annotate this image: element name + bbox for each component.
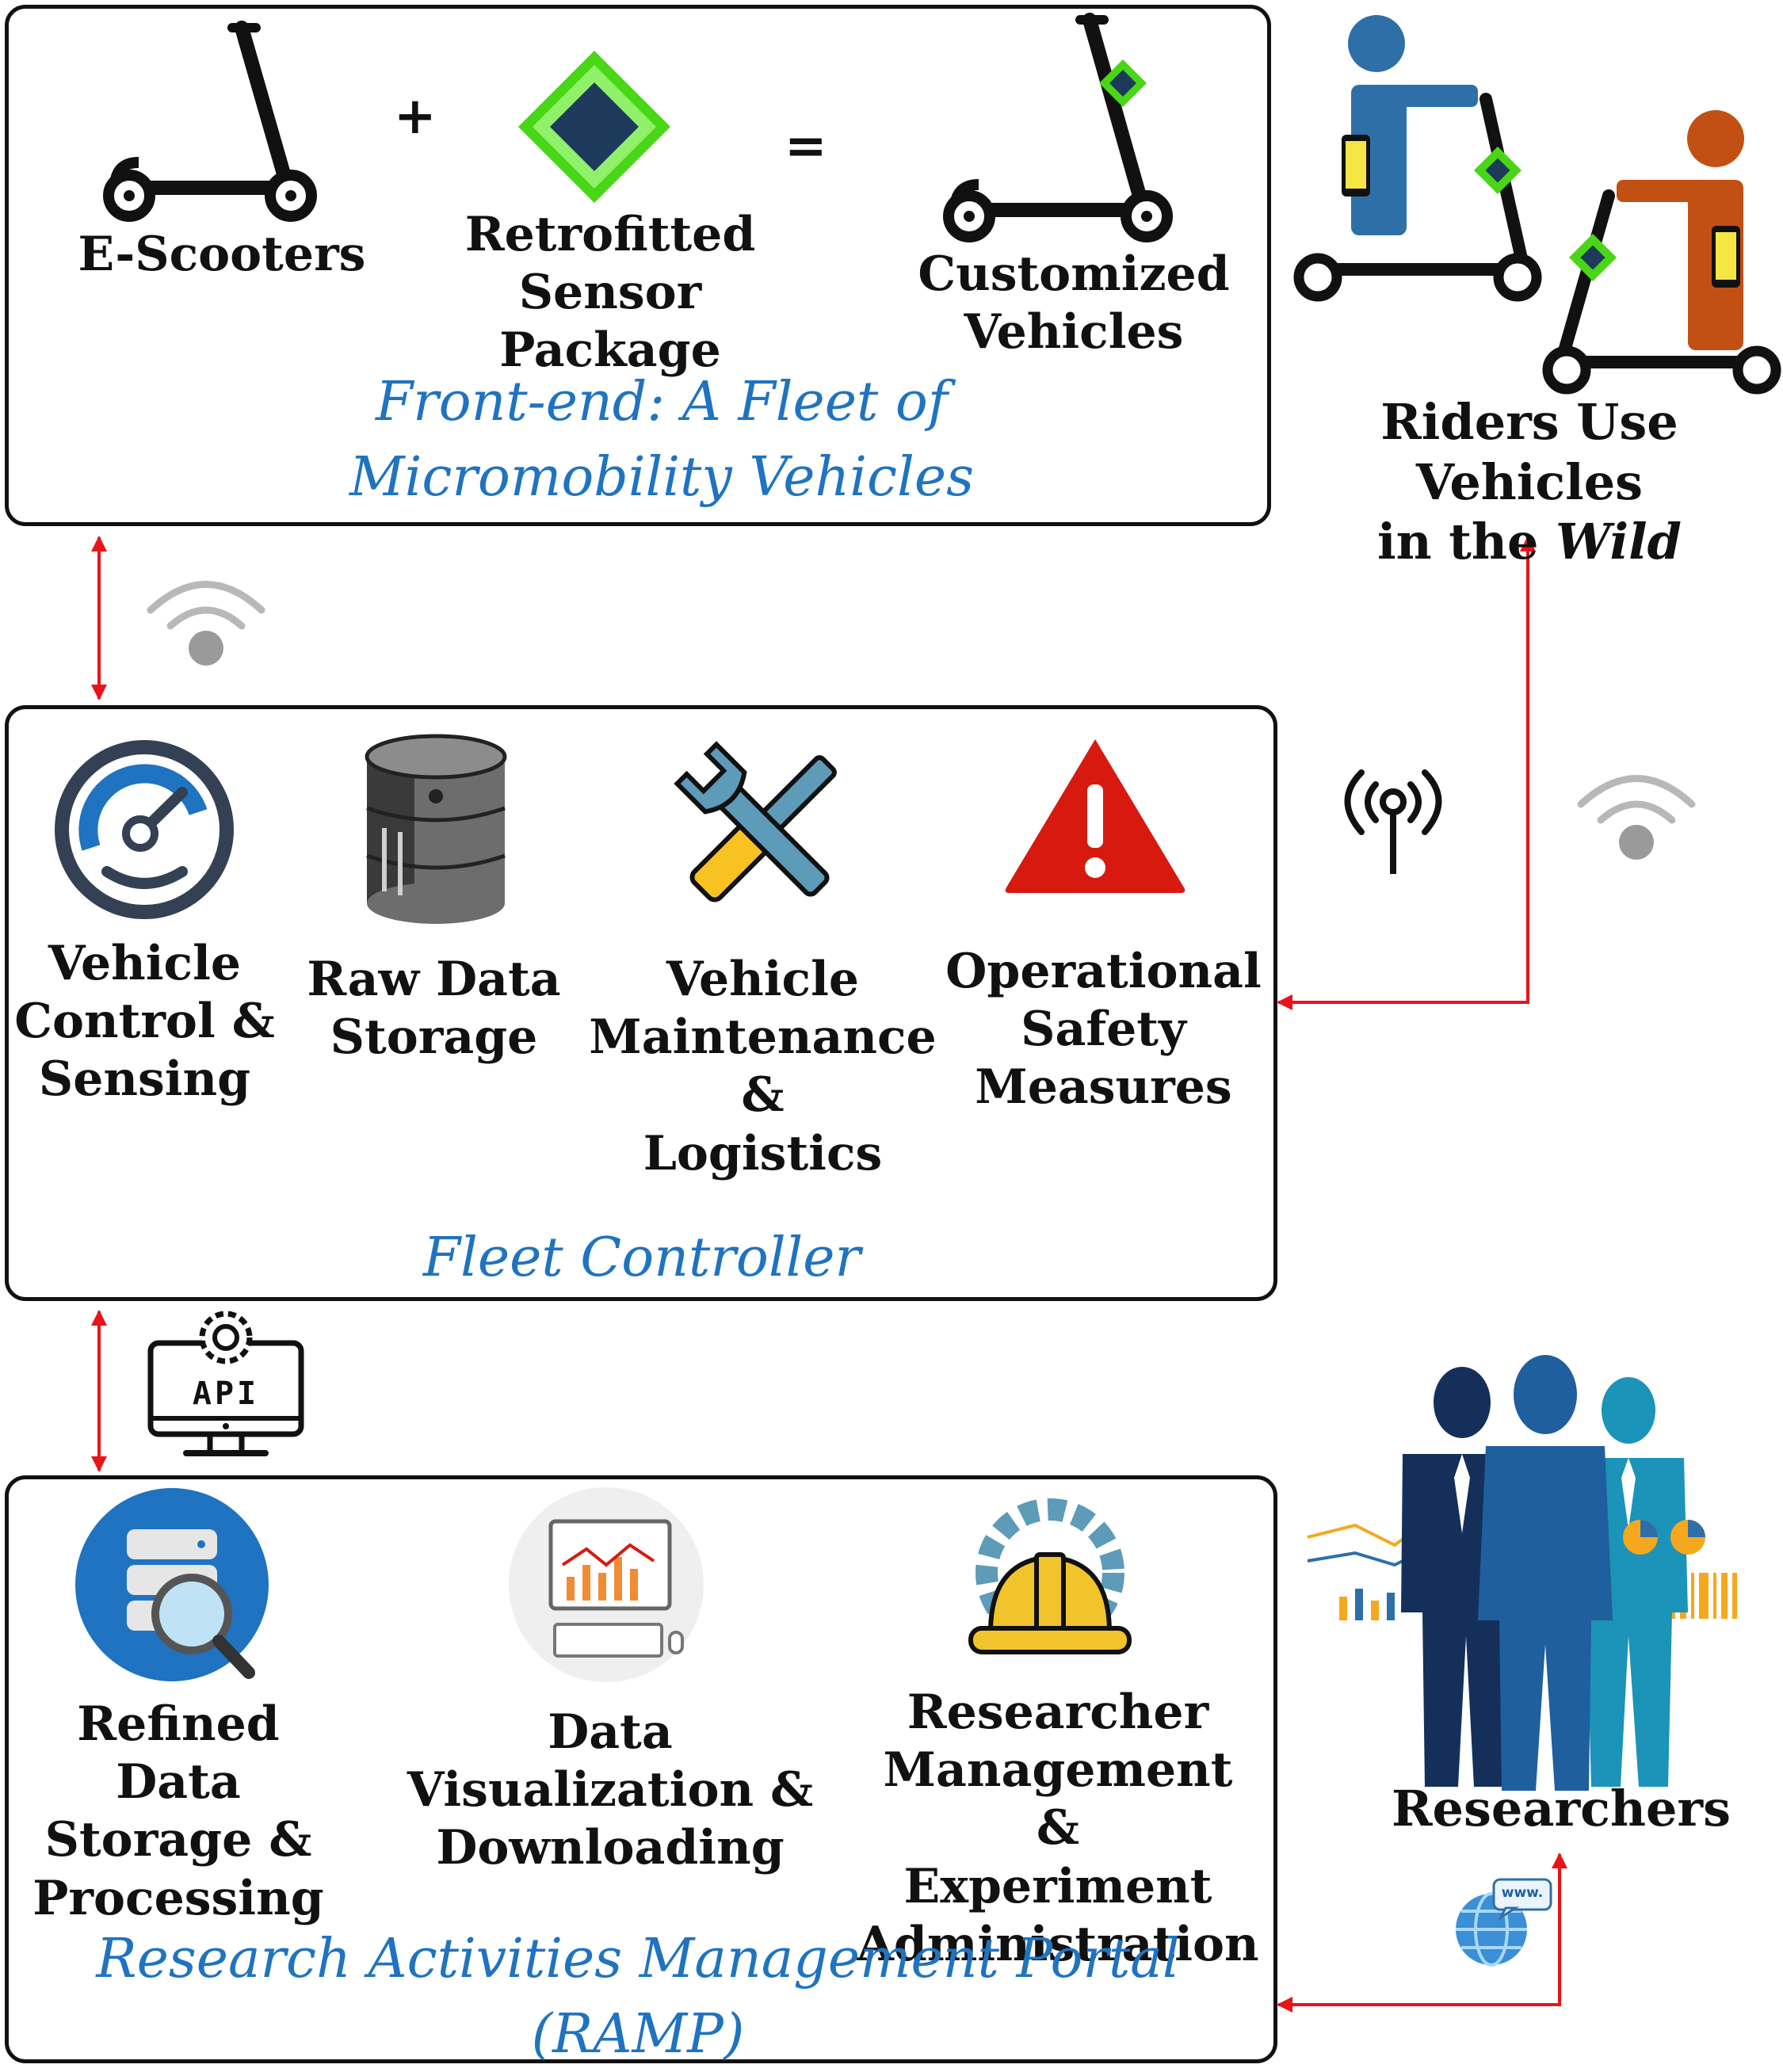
- api-label: API: [192, 1376, 260, 1412]
- sensor-label: Retrofitted Sensor Package: [464, 207, 756, 379]
- fleet-controller-title: Fleet Controller: [422, 1227, 861, 1289]
- frontend-panel: [5, 5, 1271, 526]
- database-icon: [365, 734, 507, 924]
- search-database-icon: [75, 1488, 269, 1681]
- scooter-label: E-Scooters: [78, 227, 366, 282]
- ramp-item-label: Data Visualization & Downloading: [407, 1704, 814, 1876]
- riders-label-text: Riders Use Vehicles in the: [1377, 393, 1678, 571]
- api-icon: API: [143, 1307, 309, 1462]
- www-label: www.: [1501, 1885, 1544, 1901]
- equals-operator: =: [785, 117, 827, 176]
- ramp-title: Research Activities Management Portal (R…: [96, 1928, 1180, 2066]
- customized-scooter-icon: [943, 13, 1173, 242]
- fleet-item-label: Vehicle Control & Sensing: [14, 936, 275, 1108]
- monitor-chart-icon: [509, 1487, 704, 1682]
- wifi-icon: [147, 581, 265, 666]
- gauge-icon: [55, 740, 234, 919]
- tools-icon: [674, 741, 837, 902]
- warning-icon: [1005, 739, 1185, 893]
- fleet-item-label: Raw Data Storage: [307, 952, 561, 1066]
- wifi-icon-right: [1577, 775, 1696, 860]
- ramp-item-label: Researcher Management & Experiment Admin…: [857, 1685, 1259, 1972]
- sensor-chip-icon: [518, 51, 670, 203]
- arrow-riders-fleet: [1277, 536, 1536, 1010]
- riders-label: Riders Use Vehicles in the Wild: [1276, 392, 1783, 572]
- scooter-icon: [103, 21, 317, 222]
- ramp-item-label: Refined Data Storage & Processing: [32, 1696, 324, 1926]
- arrow-researchers-ramp: [1277, 1853, 1567, 2013]
- researchers-label: Researchers: [1391, 1780, 1731, 1837]
- plus-operator: +: [394, 87, 437, 146]
- antenna-icon: [1344, 769, 1442, 874]
- frontend-title: Front-end: A Fleet of Micromobility Vehi…: [349, 371, 975, 509]
- researchers-illustration: [1307, 1355, 1737, 1791]
- fleet-item-label: Vehicle Maintenance & Logistics: [589, 952, 937, 1181]
- www-globe-icon: www.: [1450, 1878, 1553, 1969]
- riders-illustration: [1293, 15, 1781, 395]
- fleet-item-label: Operational Safety Measures: [945, 944, 1262, 1116]
- hardhat-gear-icon: [968, 1498, 1132, 1654]
- riders-label-italic: Wild: [1555, 513, 1682, 571]
- customized-label: Customized Vehicles: [918, 246, 1230, 361]
